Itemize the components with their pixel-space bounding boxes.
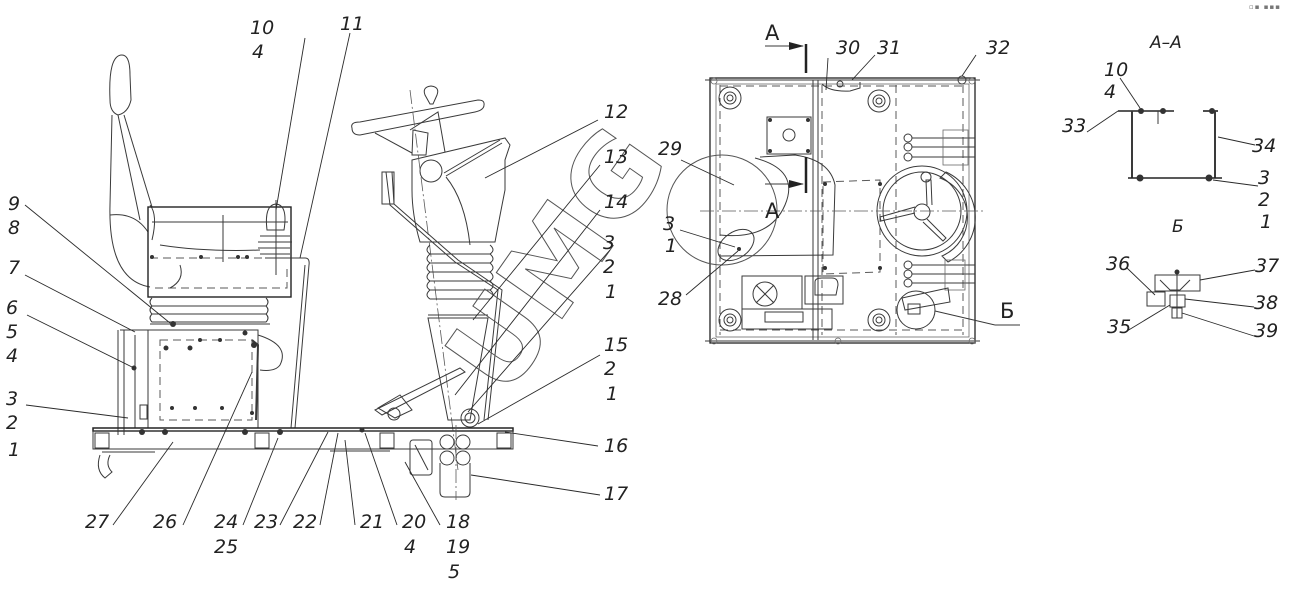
section-marker-a-center: A (765, 199, 780, 223)
callout-38: 38 (1254, 292, 1278, 314)
section-marker-b: Б (1000, 299, 1014, 323)
callout-31: 31 (877, 37, 901, 59)
plan-view (666, 42, 1020, 345)
section-marker-a-top: A (765, 21, 780, 45)
seat-suspension (149, 297, 270, 325)
callout-3: 3 (663, 213, 675, 235)
callout-1: 1 (8, 439, 20, 461)
callout-1: 1 (605, 281, 617, 303)
callout-6: 6 (6, 297, 18, 319)
callout-27: 27 (85, 511, 109, 533)
callout-7: 7 (8, 257, 20, 279)
seat-lever (258, 200, 292, 275)
detail-b (1146, 269, 1201, 319)
callout-12: 12 (604, 101, 628, 123)
seat-base (117, 321, 283, 435)
callout-17: 17 (604, 483, 628, 505)
detail-b-title: Б (1172, 217, 1184, 237)
section-a-a (1118, 108, 1222, 182)
callout-22: 22 (293, 511, 317, 533)
callout-2: 2 (603, 256, 615, 278)
callout-28: 28 (658, 288, 682, 310)
callout-24: 24 (214, 511, 238, 533)
leader-lines (24, 32, 1259, 526)
callout-21: 21 (360, 511, 384, 533)
callout-19: 19 (446, 536, 470, 558)
callout-34: 34 (1252, 135, 1276, 157)
callout-3: 3 (6, 388, 18, 410)
callout-1: 1 (606, 383, 618, 405)
callout-25: 25 (214, 536, 238, 558)
callout-5: 5 (6, 321, 18, 343)
callout-14: 14 (604, 191, 628, 213)
watermark: UMG (421, 104, 693, 415)
callout-10: 10 (1104, 59, 1128, 81)
callout-1: 1 (665, 235, 677, 257)
callout-10: 10 (250, 17, 274, 39)
callout-15: 15 (604, 334, 628, 356)
callout-32: 32 (986, 37, 1010, 59)
side-view (92, 54, 514, 500)
callout-2: 2 (604, 358, 616, 380)
callout-1: 1 (1260, 211, 1272, 233)
valve-units (409, 425, 471, 500)
callout-4: 4 (1104, 81, 1116, 103)
callout-11: 11 (340, 13, 364, 35)
callout-37: 37 (1255, 255, 1279, 277)
callout-4: 4 (6, 345, 18, 367)
callout-23: 23 (254, 511, 278, 533)
callout-33: 33 (1062, 115, 1086, 137)
seat-cushion (147, 206, 292, 298)
pedals (374, 367, 480, 428)
callout-20: 20 (402, 511, 426, 533)
callout-4: 4 (252, 41, 264, 63)
callout-2: 2 (6, 412, 18, 434)
page-indicator-icon: ▫▪ ▪▪▪ (1249, 3, 1281, 11)
callout-3: 3 (603, 232, 615, 254)
callout-35: 35 (1107, 316, 1131, 338)
callout-4: 4 (404, 536, 416, 558)
callout-9: 9 (8, 193, 20, 215)
callout-16: 16 (604, 435, 628, 457)
callout-8: 8 (8, 217, 20, 239)
callout-labels: 10 4 11 12 13 14 3 2 1 15 2 1 16 17 9 8 … (6, 13, 1279, 583)
watermark-text: UMG (421, 105, 692, 415)
callout-29: 29 (658, 138, 682, 160)
steering-column (351, 85, 511, 471)
section-a-a-title: A–A (1149, 33, 1182, 53)
callout-26: 26 (153, 511, 177, 533)
callout-30: 30 (836, 37, 860, 59)
floor-platform (92, 427, 514, 479)
callout-5: 5 (448, 561, 460, 583)
callout-18: 18 (446, 511, 470, 533)
callout-2: 2 (1258, 189, 1270, 211)
callout-36: 36 (1106, 253, 1130, 275)
callout-13: 13 (604, 146, 628, 168)
callout-3: 3 (1258, 167, 1270, 189)
callout-39: 39 (1254, 320, 1278, 342)
